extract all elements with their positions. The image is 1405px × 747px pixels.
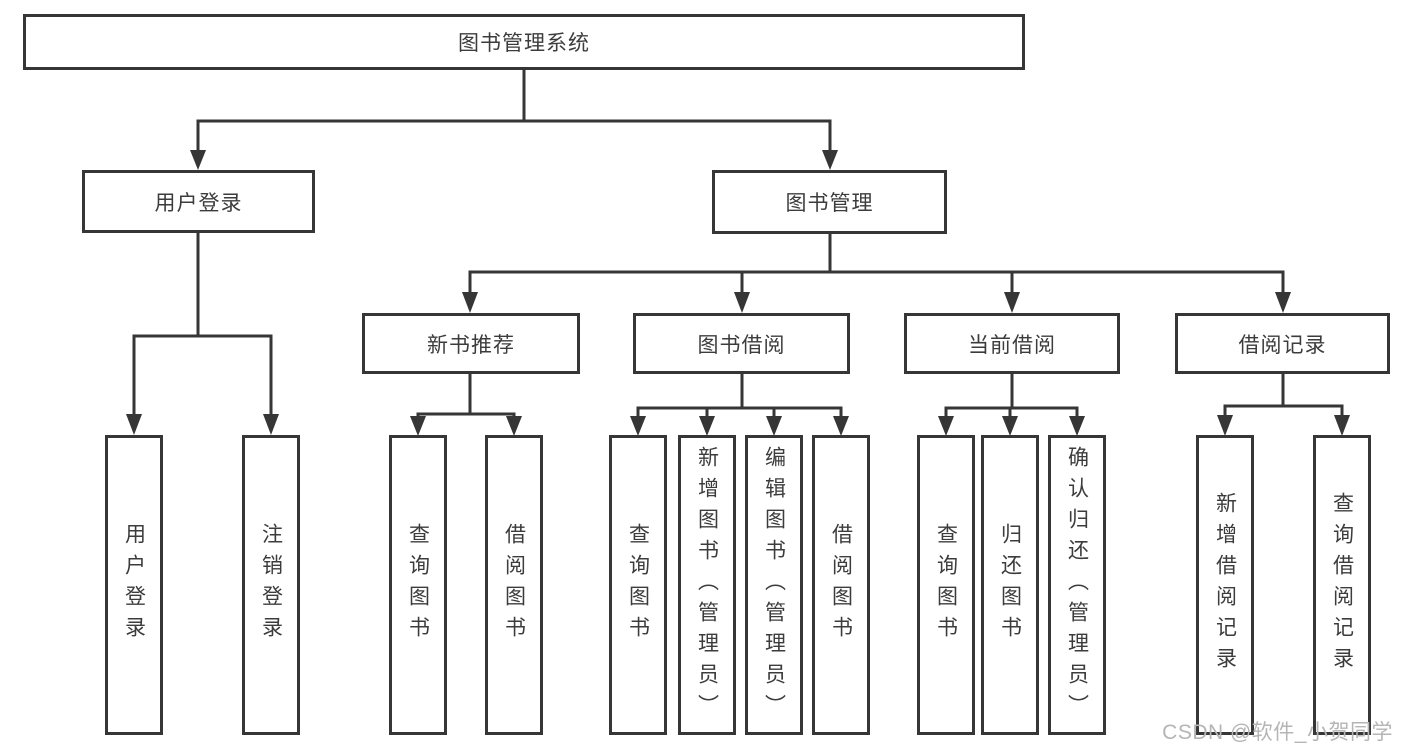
connector-book-management-to-level3 [462,232,1291,313]
arrowhead-down-icon [766,416,782,436]
arrowhead-down-icon [938,416,954,436]
leaf-label: 归还图书 [998,523,1022,647]
leaf-label: 编辑图书（管理员） [762,445,786,725]
leaf-label: 用户登录 [122,523,146,647]
leaf-label: 确认归还（管理员） [1065,445,1089,725]
node-label: 新书推荐 [427,333,515,357]
leaf-query-borrow-record: 查询借阅记录 [1313,435,1371,735]
node-label: 借阅记录 [1238,333,1327,357]
arrowhead-down-icon [1069,416,1085,436]
connector-new-book-recommend-to-children [410,372,522,436]
leaf-label: 借阅图书 [502,523,526,647]
arrowhead-down-icon [1334,415,1350,436]
node-new-book-recommend: 新书推荐 [362,313,580,374]
leaf-label: 查询图书 [934,523,958,647]
node-label: 图书管理系统 [458,32,590,55]
leaf-label: 查询图书 [626,523,650,647]
arrowhead-down-icon [263,414,279,435]
leaf-label: 查询图书 [406,523,430,647]
node-library-management-system: 图书管理系统 [23,14,1025,70]
leaf-borrow-books: 借阅图书 [812,435,870,735]
leaf-query-books-borrowing: 查询图书 [609,435,667,735]
node-label: 用户登录 [154,191,243,215]
arrowhead-down-icon [1004,292,1020,313]
leaf-return-books: 归还图书 [981,435,1039,735]
arrowhead-down-icon [822,150,838,170]
leaf-logout: 注销登录 [242,435,300,735]
leaf-label: 新增借阅记录 [1213,492,1237,678]
arrowhead-down-icon [1002,416,1018,436]
leaf-label: 借阅图书 [829,523,853,647]
arrowhead-down-icon [126,414,142,435]
arrowhead-down-icon [734,292,750,313]
arrowhead-down-icon [1217,415,1233,436]
leaf-query-books-recommend: 查询图书 [389,435,447,735]
arrowhead-down-icon [506,416,522,436]
connector-user-login-to-children [126,231,279,435]
leaf-query-books-current: 查询图书 [917,435,975,735]
leaf-label: 查询借阅记录 [1330,492,1354,678]
arrowhead-down-icon [699,416,715,436]
node-book-borrowing: 图书借阅 [633,313,850,374]
connector-book-borrowing-to-children [630,372,849,436]
leaf-edit-books-admin: 编辑图书（管理员） [745,435,803,735]
connector-current-borrowing-to-children [938,372,1085,436]
arrowhead-down-icon [410,416,426,436]
arrowhead-down-icon [1275,292,1291,313]
connector-borrowing-records-to-children [1217,372,1350,436]
arrowhead-down-icon [190,150,206,170]
leaf-confirm-return-admin: 确认归还（管理员） [1048,435,1106,735]
arrowhead-down-icon [630,416,646,436]
node-borrowing-records: 借阅记录 [1175,313,1390,374]
connector-root-to-level2 [190,68,838,170]
leaf-label: 新增图书（管理员） [695,445,719,725]
node-label: 图书管理 [785,192,874,215]
leaf-borrow-books-recommend: 借阅图书 [485,435,543,735]
node-label: 当前借阅 [968,333,1056,357]
node-book-management: 图书管理 [712,170,947,234]
node-user-login: 用户登录 [82,170,315,233]
leaf-label: 注销登录 [259,523,283,647]
leaf-user-login: 用户登录 [105,435,163,735]
leaf-add-borrow-record: 新增借阅记录 [1196,435,1254,735]
node-label: 图书借阅 [697,333,786,357]
arrowhead-down-icon [462,292,478,313]
leaf-add-books-admin: 新增图书（管理员） [678,435,736,735]
node-current-borrowing: 当前借阅 [904,313,1120,374]
arrowhead-down-icon [833,416,849,436]
